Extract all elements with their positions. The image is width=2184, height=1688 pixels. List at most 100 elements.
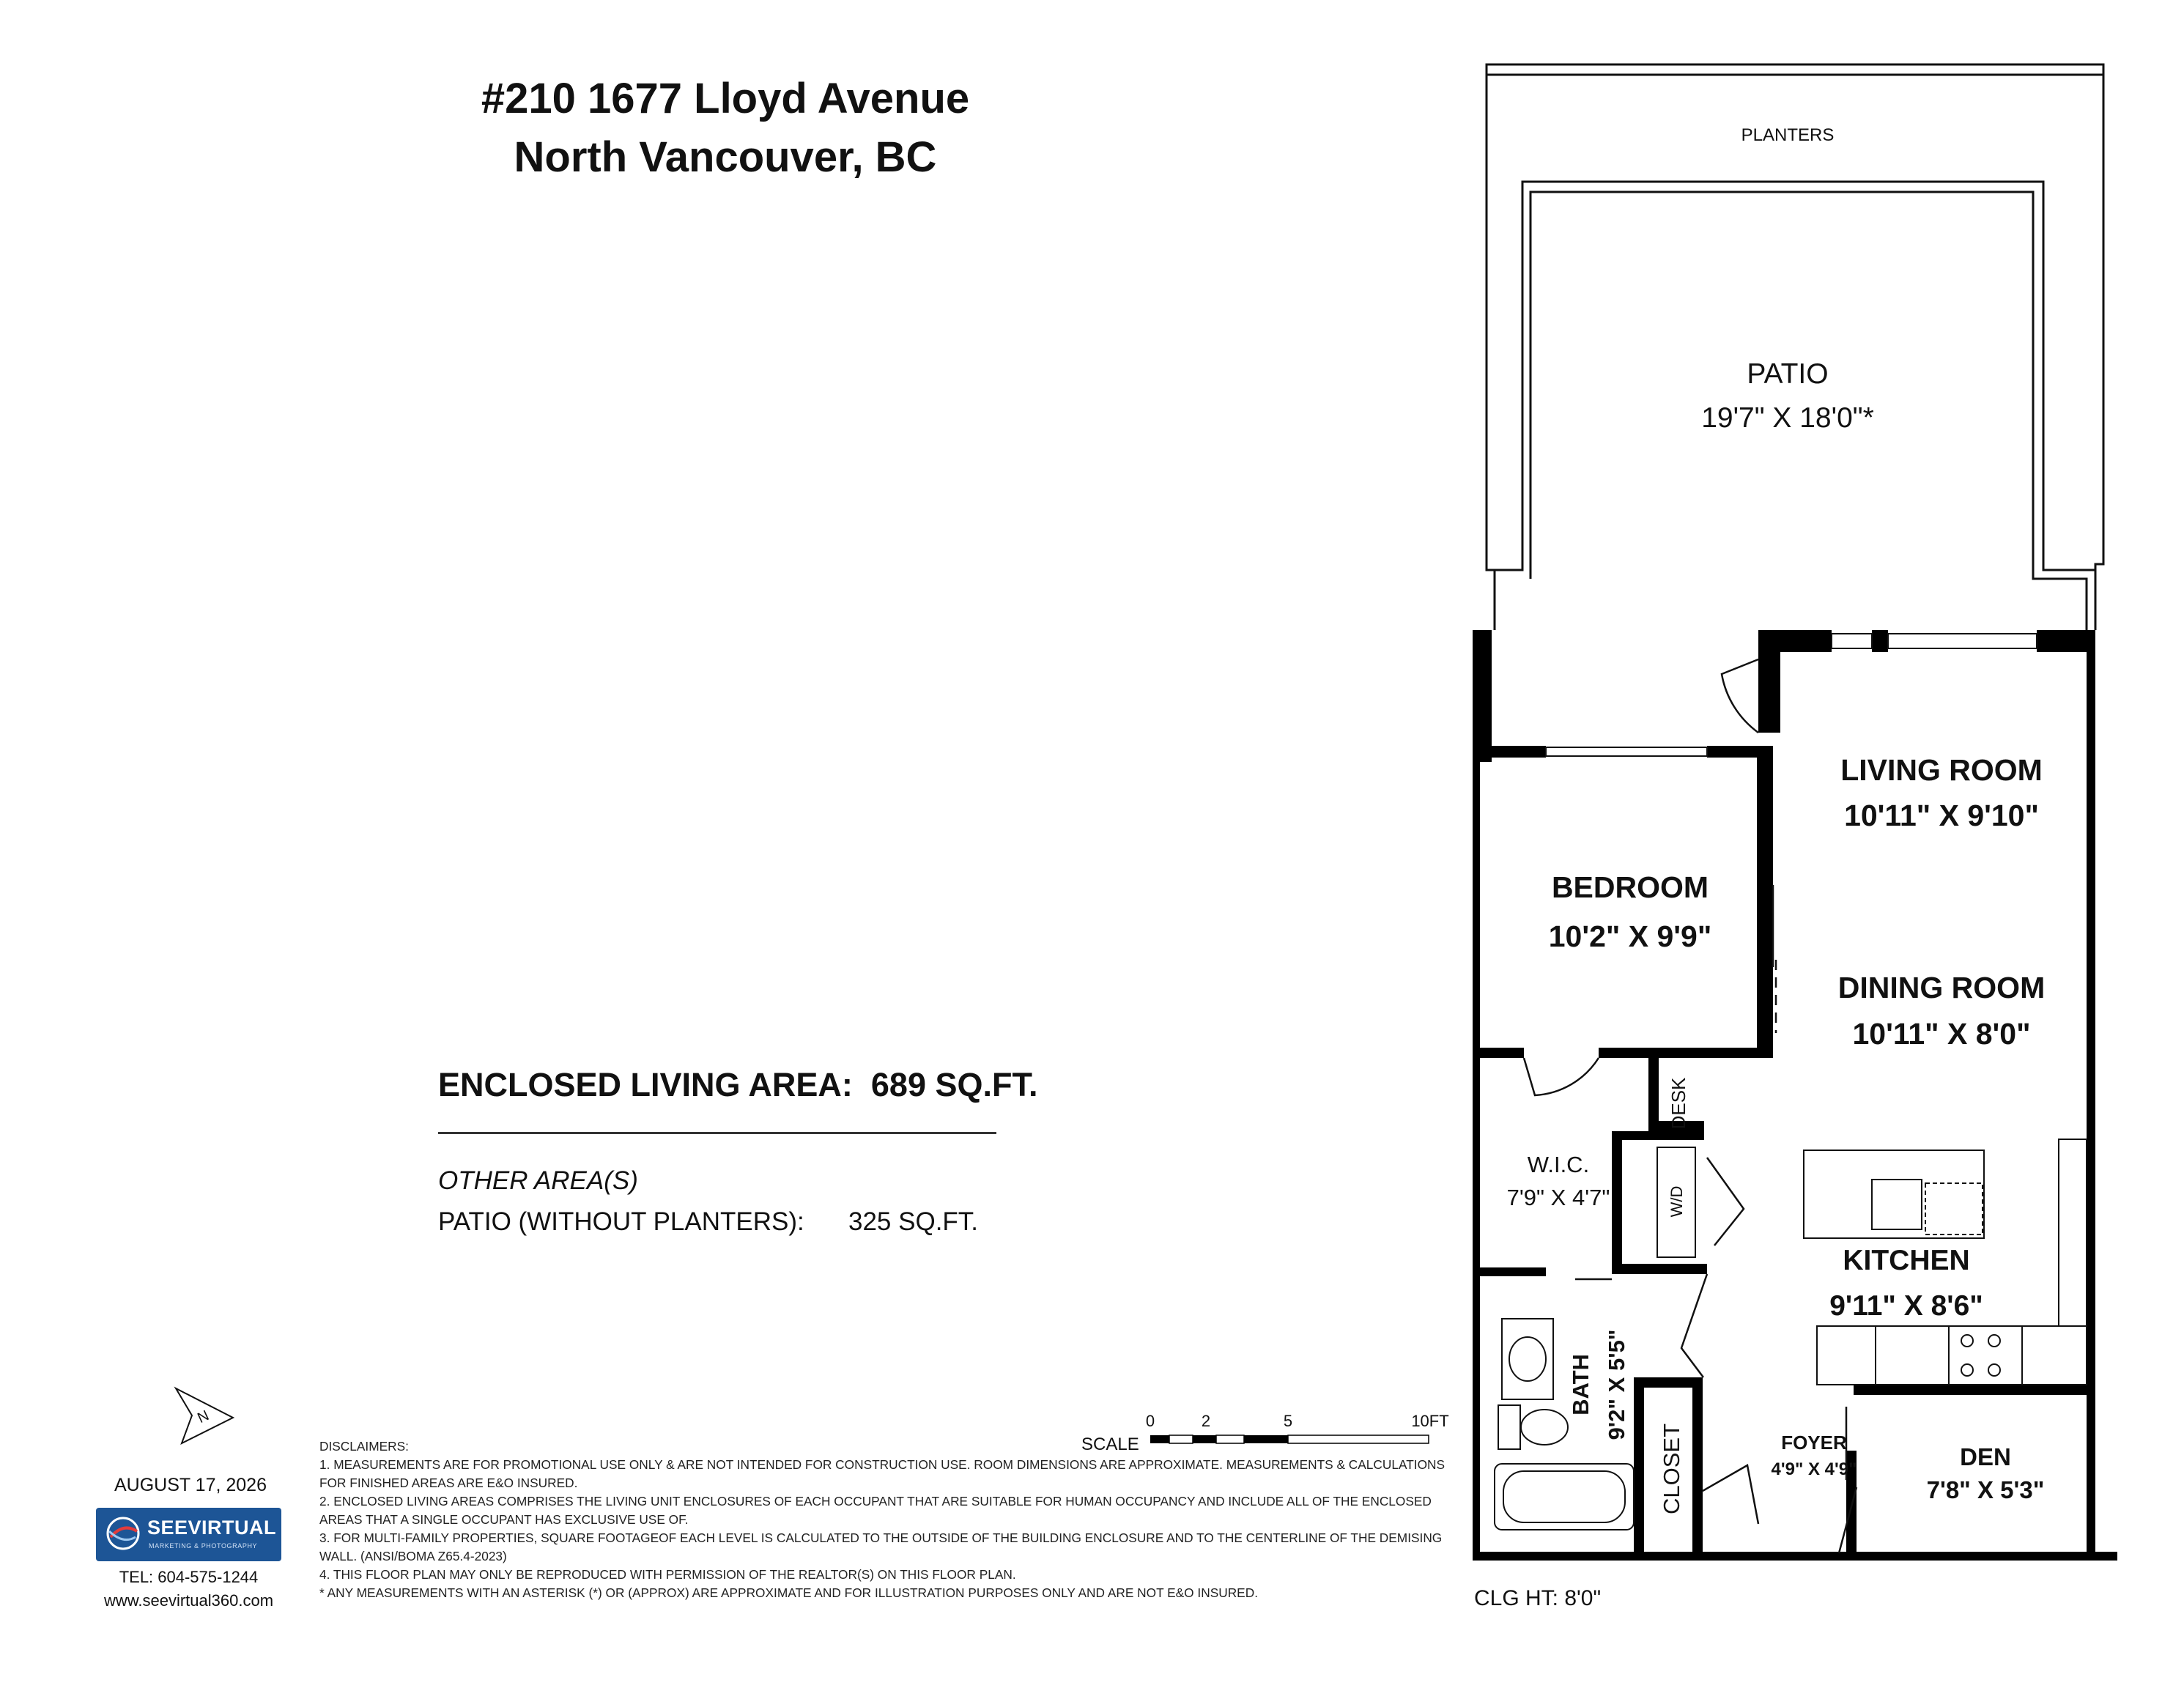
patio-outline-inner <box>1529 190 2088 630</box>
bedroom-dims: 10'2" X 9'9" <box>1549 919 1712 953</box>
wall-living-top-right <box>2037 630 2095 652</box>
den-dims: 7'8" X 5'3" <box>1927 1476 2045 1503</box>
logo-tagline: MARKETING & PHOTOGRAPHY <box>149 1542 258 1550</box>
dining-room-dims: 10'11" X 8'0" <box>1852 1017 2030 1051</box>
bathtub-inner <box>1503 1470 1626 1523</box>
kitchen-island <box>1803 1150 1985 1239</box>
scale-seg-6 <box>1287 1435 1429 1444</box>
wall-wd-top <box>1612 1131 1704 1140</box>
windows <box>1545 633 2037 757</box>
living-window-1 <box>1831 633 1873 649</box>
enclosed-area-row: ENCLOSED LIVING AREA: 689 SQ.FT. <box>438 1066 1037 1104</box>
planter-left-edge <box>1485 64 1496 630</box>
disclaimer-title: DISCLAIMERS: <box>319 1439 409 1454</box>
living-window-2 <box>1887 633 2037 649</box>
disclaimer-line: * ANY MEASUREMENTS WITH AN ASTERISK (*) … <box>319 1585 1258 1600</box>
burner-2 <box>1988 1334 2001 1347</box>
ceiling-height: CLG HT: 8'0" <box>1474 1586 1602 1610</box>
entry-door <box>1837 1407 1858 1554</box>
wic-name: W.I.C. <box>1528 1152 1589 1177</box>
wall-right <box>2087 630 2095 1561</box>
disclaimers: DISCLAIMERS: 1. MEASUREMENTS ARE FOR PRO… <box>319 1437 1445 1602</box>
planter-top-edge <box>1485 63 2105 76</box>
wall-den-top <box>1854 1385 2095 1395</box>
interior-walls <box>1473 1048 2095 1561</box>
logo-name: SEEVIRTUAL <box>147 1517 277 1539</box>
counter-left <box>1875 1325 1950 1385</box>
other-areas-title: OTHER AREA(S) <box>438 1166 638 1195</box>
fixtures <box>1494 1139 2087 1530</box>
wall-wd-bottom <box>1612 1264 1707 1274</box>
bedroom-name: BEDROOM <box>1552 870 1709 904</box>
logo-swirl-icon <box>106 1517 140 1550</box>
dishwasher <box>1925 1182 1983 1235</box>
scale-seg-3 <box>1193 1435 1216 1443</box>
wall-bath-top <box>1480 1267 1546 1276</box>
scale-seg-1 <box>1150 1435 1169 1443</box>
toilet-tank <box>1498 1404 1521 1450</box>
burner-3 <box>1961 1363 1974 1377</box>
seevirtual-logo: SEEVIRTUAL MARKETING & PHOTOGRAPHY <box>96 1508 281 1561</box>
disclaimer-line: AREAS THAT A SINGLE OCCUPANT HAS EXCLUSI… <box>319 1512 689 1527</box>
kitchen-sink <box>1871 1179 1922 1230</box>
enclosed-area-value: 689 SQ.FT. <box>870 1066 1038 1103</box>
toilet-bowl <box>1520 1409 1569 1445</box>
bath-door <box>1680 1273 1709 1378</box>
patio-outline-outer <box>1493 180 2095 630</box>
disclaimer-line: 1. MEASUREMENTS ARE FOR PROMOTIONAL USE … <box>319 1457 1445 1472</box>
enclosed-area-label: ENCLOSED LIVING AREA: <box>438 1066 853 1103</box>
wall-bedroom-bottom-left <box>1473 1048 1524 1058</box>
wall-wd-left <box>1612 1131 1622 1274</box>
scale-seg-5 <box>1244 1435 1288 1443</box>
planters-outline <box>1485 63 2105 630</box>
scale-tick-5: 5 <box>1284 1412 1292 1430</box>
patio-dims: 19'7" X 18'0"* <box>1701 402 1874 434</box>
scale-tick-2: 2 <box>1202 1412 1210 1430</box>
wall-bedroom-right <box>1757 746 1773 1054</box>
disclaimer-line: 2. ENCLOSED LIVING AREAS COMPRISES THE L… <box>319 1494 1432 1509</box>
wall-left-upper <box>1473 630 1492 762</box>
patio-name: PATIO <box>1747 358 1828 390</box>
wall-left <box>1473 746 1480 1561</box>
tall-cabinet <box>2058 1139 2087 1327</box>
fridge <box>1816 1325 1876 1385</box>
bedroom-window <box>1545 747 1708 757</box>
wall-living-left <box>1758 630 1780 733</box>
patio-area-value: 325 SQ.FT. <box>848 1207 979 1236</box>
exterior-walls <box>1473 630 2117 1561</box>
wall-living-mullion <box>1872 630 1888 652</box>
washer-dryer <box>1656 1147 1696 1258</box>
dining-room-name: DINING ROOM <box>1838 971 2045 1004</box>
address-line-1: #210 1677 Lloyd Avenue <box>481 75 970 122</box>
scale-bar: SCALE 0 2 5 10FT <box>1081 1412 1449 1454</box>
plan-date: AUGUST 17, 2026 <box>114 1475 267 1495</box>
kitchen-name: KITCHEN <box>1843 1245 1969 1276</box>
contact-web[interactable]: www.seevirtual360.com <box>103 1591 274 1610</box>
disclaimer-line: 4. THIS FLOOR PLAN MAY ONLY BE REPRODUCE… <box>319 1567 1016 1582</box>
bedroom-door <box>1522 1057 1600 1097</box>
contact-tel: TEL: 604-575-1244 <box>119 1568 259 1586</box>
wall-desk-bottom <box>1648 1121 1704 1131</box>
patio-area-label: PATIO (WITHOUT PLANTERS): <box>438 1207 804 1236</box>
room-labels: PLANTERS PATIO 19'7" X 18'0"* LIVING ROO… <box>1507 125 2046 1514</box>
stove <box>1948 1325 2023 1385</box>
closet-label: CLOSET <box>1659 1424 1684 1514</box>
living-room-name: LIVING ROOM <box>1840 753 2043 787</box>
wall-bedroom-bottom-right <box>1599 1048 1773 1058</box>
den-name: DEN <box>1960 1443 2011 1470</box>
wall-desk-left <box>1648 1058 1659 1131</box>
bath-sink <box>1509 1336 1547 1382</box>
counter-right <box>2021 1325 2087 1385</box>
address-line-2: North Vancouver, BC <box>514 133 937 181</box>
wall-bedroom-top-right <box>1707 746 1773 758</box>
wall-closet-left <box>1634 1377 1644 1561</box>
north-arrow-icon: N <box>174 1386 235 1445</box>
wall-closet-right <box>1692 1377 1703 1561</box>
bathtub <box>1494 1463 1635 1530</box>
closet-door <box>1702 1464 1760 1525</box>
disclaimer-line: 3. FOR MULTI-FAMILY PROPERTIES, SQUARE F… <box>319 1530 1443 1545</box>
wic-dims: 7'9" X 4'7" <box>1507 1185 1610 1210</box>
burner-1 <box>1961 1334 1974 1347</box>
burner-4 <box>1988 1363 2001 1377</box>
